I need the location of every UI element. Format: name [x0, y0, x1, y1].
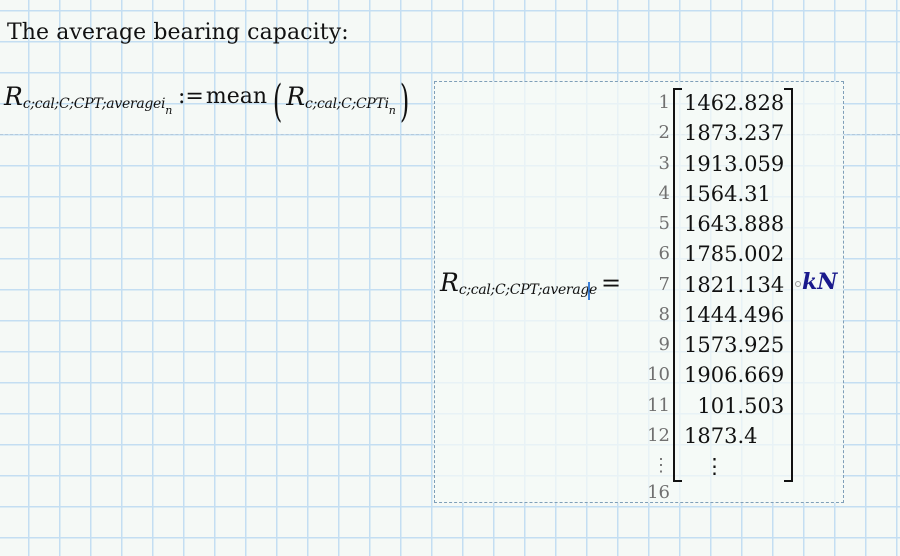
row-label-ellipsis: ⋮ [652, 455, 670, 476]
row-label: 1 [658, 92, 670, 113]
row-label: 11 [647, 394, 670, 416]
definition-expression[interactable]: R c;cal;C;CPT;average in := mean ( R c;c… [4, 76, 413, 134]
row-label-last: 16 [647, 482, 670, 504]
arg-index-sub: n [388, 104, 396, 117]
result-matrix[interactable]: 1462.828 1873.237 1913.059 1564.31 1643.… [684, 88, 785, 481]
arg-index: in [384, 96, 396, 117]
matrix-cell[interactable]: 1564.31 [684, 181, 771, 206]
lhs-symbol: R [4, 82, 23, 111]
row-label: 10 [647, 364, 670, 386]
matrix-cell[interactable]: 1573.925 [684, 333, 785, 357]
lhs-index-letter: i [161, 96, 166, 112]
matrix-row-labels: 1 2 3 4 5 6 7 8 9 10 11 12 ⋮ 16 [636, 88, 670, 512]
row-label: 8 [658, 303, 670, 325]
evaluation-operator: = [601, 269, 622, 297]
row-label: 2 [658, 122, 670, 144]
row-label: 4 [658, 182, 670, 204]
matrix-cell[interactable]: 1821.134 [684, 272, 785, 297]
matrix-cell[interactable]: 1444.496 [684, 302, 785, 327]
section-heading[interactable]: The average bearing capacity: [7, 20, 349, 45]
evaluation-region[interactable] [434, 81, 844, 503]
matrix-cell[interactable]: 1785.002 [684, 242, 785, 267]
row-label: 6 [658, 243, 670, 265]
lhs-subscript: c;cal;C;CPT;average [22, 96, 162, 112]
row-label: 5 [658, 213, 670, 234]
unit-label[interactable]: kN [802, 269, 838, 295]
right-paren: ) [399, 76, 409, 127]
eval-subscript: c;cal;C;CPT;averag [458, 282, 590, 298]
lhs-index: in [161, 96, 172, 117]
eval-subscript-end: e [589, 282, 598, 298]
left-paren: ( [272, 76, 283, 127]
arg-index-letter: i [384, 96, 390, 112]
matrix-cell[interactable]: 1906.669 [684, 363, 785, 388]
evaluation-expression[interactable]: R c;cal;C;CPT;averag e = [440, 268, 622, 300]
matrix-left-bracket [673, 88, 682, 482]
definition-operator: := [178, 84, 204, 109]
matrix-cell[interactable]: 1873.237 [684, 121, 785, 146]
matrix-right-bracket [784, 88, 793, 482]
matrix-cell-ellipsis: ⋮ [684, 454, 726, 478]
matrix-cell[interactable]: 1462.828 [684, 91, 785, 115]
matrix-cell[interactable]: 101.503 [684, 393, 785, 418]
matrix-cell[interactable]: 1913.059 [684, 151, 785, 176]
row-label: 3 [658, 152, 670, 174]
arg-subscript: c;cal;C;CPT [305, 96, 385, 112]
lhs-index-sub: n [165, 104, 172, 117]
matrix-cell[interactable]: 1643.888 [684, 212, 785, 236]
eval-symbol: R [440, 268, 459, 297]
text-cursor [588, 282, 591, 300]
row-label: 7 [658, 273, 670, 295]
row-label: 9 [658, 334, 670, 355]
unit-placeholder-dot[interactable] [795, 281, 801, 287]
matrix-cell[interactable]: 1873.4 [684, 423, 758, 448]
row-label: 12 [647, 424, 670, 446]
mean-function: mean [205, 84, 268, 109]
arg-symbol: R [286, 82, 306, 111]
